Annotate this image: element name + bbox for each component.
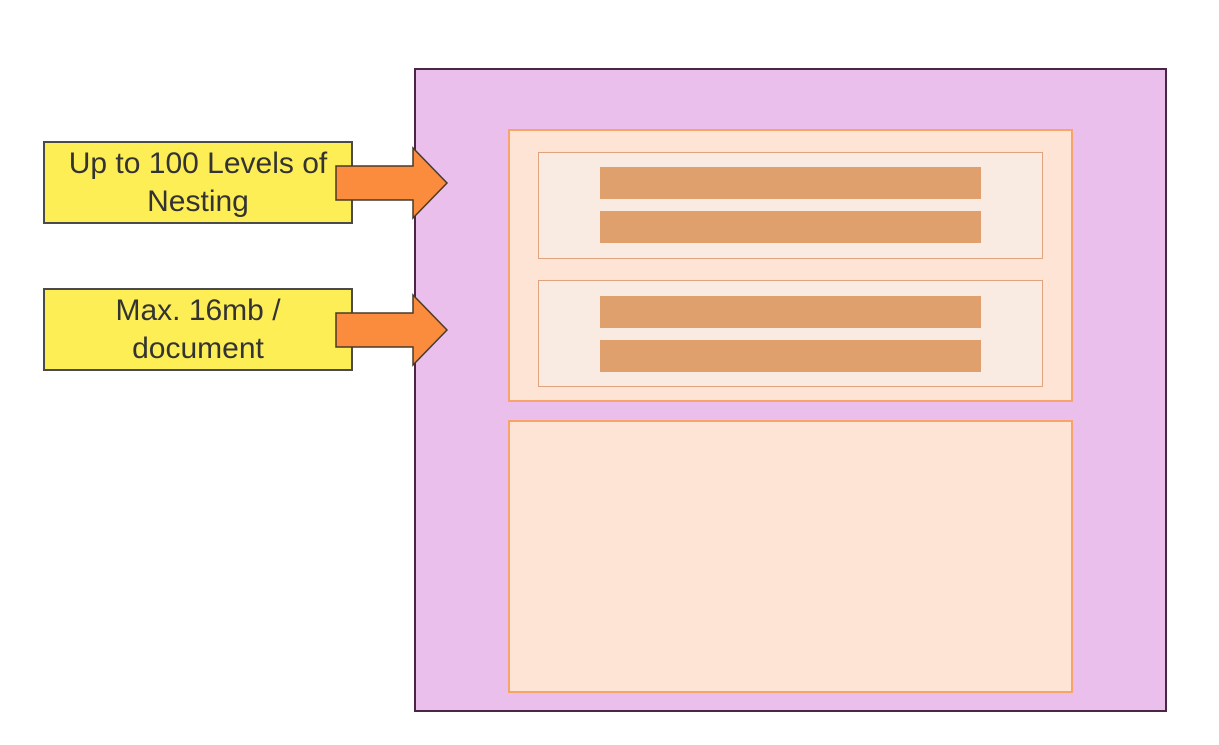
- field-bar: [600, 340, 981, 372]
- nesting-limit-callout: Up to 100 Levels of Nesting: [43, 141, 353, 224]
- field-bar: [600, 296, 981, 328]
- right-arrow-icon: [335, 146, 449, 220]
- arrows: [335, 146, 449, 367]
- field-bar: [600, 167, 981, 199]
- empty-nested-document: [508, 420, 1073, 693]
- field-bar: [600, 211, 981, 243]
- size-limit-callout: Max. 16mb / document: [43, 288, 353, 371]
- right-arrow-icon: [335, 293, 449, 367]
- nesting-limit-label: Up to 100 Levels of Nesting: [68, 146, 328, 218]
- size-limit-label: Max. 16mb / document: [115, 293, 281, 365]
